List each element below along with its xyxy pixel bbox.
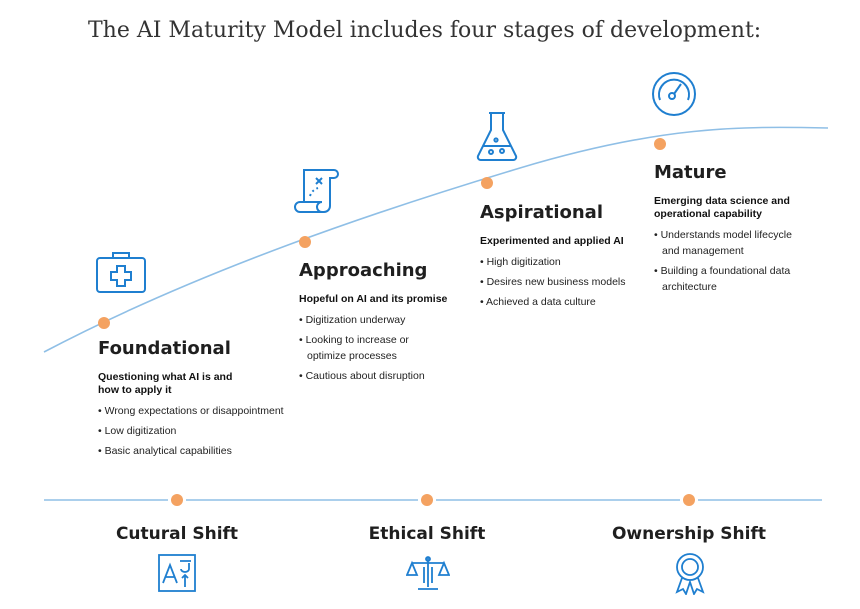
stage-bullet: Looking to increase or optimize processe…	[299, 332, 427, 364]
gauge-icon	[652, 72, 696, 116]
stage-dot-aspirational	[481, 177, 493, 189]
stage-title: Aspirational	[480, 202, 603, 223]
stage-foundational: Foundational Questioning what AI is and …	[98, 338, 308, 463]
stage-title: Foundational	[98, 338, 231, 359]
shift-dot-ownership	[683, 494, 695, 506]
stage-title: Mature	[654, 162, 727, 183]
stage-bullet: Low digitization	[98, 423, 308, 439]
stage-subtitle: Questioning what AI is and how to apply …	[98, 371, 233, 396]
stage-bullet: Desires new business models	[480, 274, 645, 290]
award-ribbon-icon	[675, 553, 705, 595]
scroll-map-icon	[294, 169, 339, 213]
shift-dot-cultural	[171, 494, 183, 506]
maturity-curve	[43, 126, 829, 353]
stage-dot-mature	[654, 138, 666, 150]
shift-label-ethical: Ethical Shift	[368, 524, 486, 544]
stage-bullet: Building a foundational data architectur…	[654, 263, 792, 295]
stage-subtitle: Emerging data science and operational ca…	[654, 195, 790, 220]
stage-mature: Mature Emerging data science and operati…	[654, 162, 814, 299]
flask-icon	[476, 112, 518, 161]
stage-bullet: Digitization underway	[299, 312, 469, 328]
stage-bullet: High digitization	[480, 254, 645, 270]
stage-bullet: Achieved a data culture	[480, 294, 645, 310]
stage-approaching: Approaching Hopeful on AI and its promis…	[299, 260, 469, 388]
stage-title: Approaching	[299, 260, 428, 281]
stage-dot-foundational	[98, 317, 110, 329]
stage-bullet: Wrong expectations or disappointment	[98, 403, 308, 419]
stage-subtitle: Hopeful on AI and its promise	[299, 293, 448, 305]
stage-aspirational: Aspirational Experimented and applied AI…	[480, 202, 645, 314]
stage-dot-approaching	[299, 236, 311, 248]
shift-label-cultural: Cutural Shift	[115, 524, 239, 544]
shift-dot-ethical	[421, 494, 433, 506]
intro-heading: The AI Maturity Model includes four stag…	[88, 18, 762, 43]
shift-label-ownership: Ownership Shift	[611, 524, 766, 544]
stage-bullet: Understands model lifecycle and manageme…	[654, 227, 812, 259]
first-aid-kit-icon	[96, 252, 146, 293]
stage-bullet: Basic analytical capabilities	[98, 443, 308, 459]
scales-icon	[406, 556, 450, 590]
stage-bullet: Cautious about disruption	[299, 368, 469, 384]
stage-subtitle: Experimented and applied AI	[480, 235, 624, 247]
text-language-icon	[158, 554, 196, 592]
